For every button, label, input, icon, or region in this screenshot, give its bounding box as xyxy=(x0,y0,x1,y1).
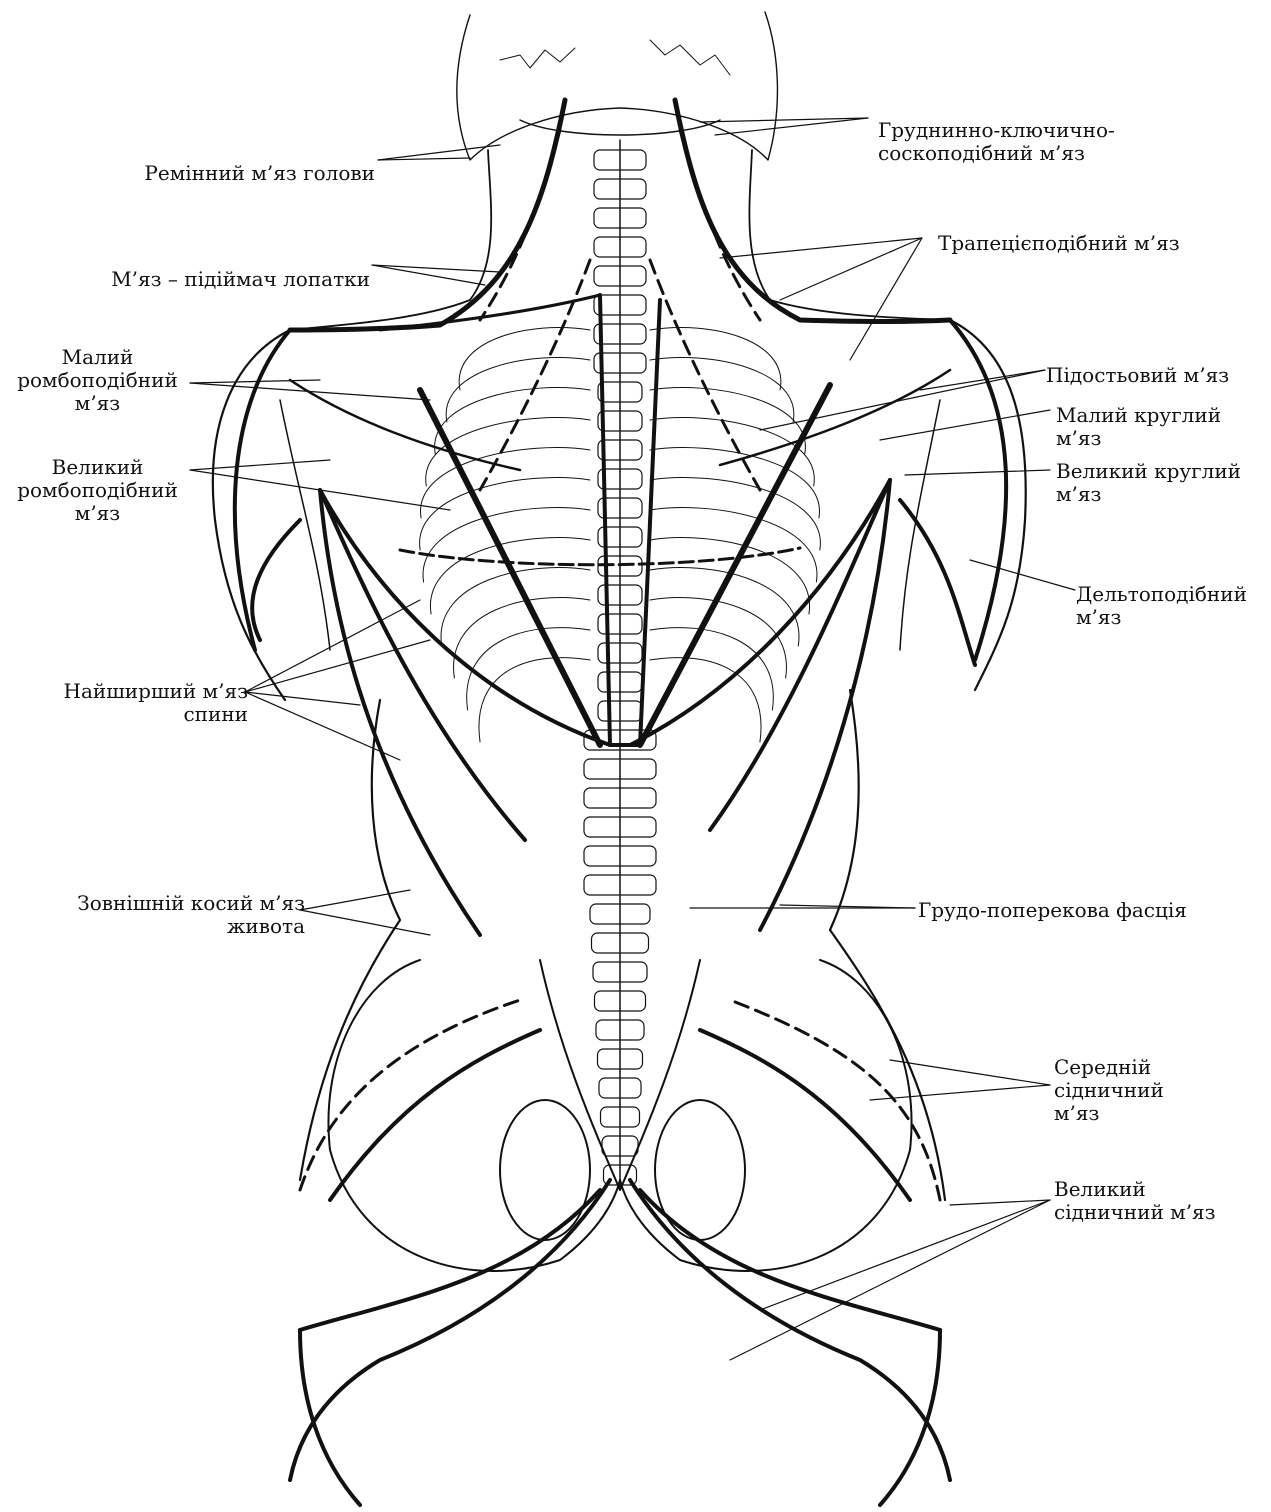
label-oblique-line2: живота xyxy=(0,915,305,938)
label-oblique-line1: Зовнішній косий м’яз xyxy=(0,892,305,915)
label-external-oblique: Зовнішній косий м’яз живота xyxy=(0,892,305,938)
label-levator-scapulae: М’яз – підіймач лопатки xyxy=(40,268,370,291)
label-rhomboid-minor: Малий ромбоподібний м’яз xyxy=(0,346,195,415)
label-sternocleido-line1: Груднинно-ключично- xyxy=(878,119,1115,142)
rib xyxy=(420,478,590,550)
rib xyxy=(446,358,590,422)
label-thoracolumbar-fascia: Грудо-поперекова фасція xyxy=(918,899,1187,922)
rib xyxy=(650,478,820,550)
label-splenius: Ремінний м’яз голови xyxy=(100,162,375,185)
rib xyxy=(650,358,794,422)
scapula-lines xyxy=(280,370,950,650)
label-teres-minor-line1: Малий круглий xyxy=(1056,404,1221,427)
label-deltoid-line1: Дельтоподібний xyxy=(1076,583,1247,606)
label-rhomboid-major-line2: ромбоподібний xyxy=(0,479,195,502)
label-rhomboid-minor-line2: ромбоподібний xyxy=(0,369,195,392)
label-teres-major-line1: Великий круглий xyxy=(1056,460,1241,483)
label-teres-minor: Малий круглий м’яз xyxy=(1056,404,1221,450)
label-sternocleidomastoid: Груднинно-ключично- соскоподібний м’яз xyxy=(878,119,1115,165)
label-gluteus-maximus: Великий сідничний м’яз xyxy=(1054,1178,1216,1224)
label-gluteus-medius-line2: сідничний xyxy=(1054,1079,1164,1102)
label-rhomboid-major-line3: м’яз xyxy=(0,502,195,525)
label-infraspinatus: Підостьовий м’яз xyxy=(1046,364,1229,387)
rib xyxy=(423,508,590,582)
label-infraspinatus-text: Підостьовий м’яз xyxy=(1046,364,1229,387)
label-teres-major-line2: м’яз xyxy=(1056,483,1241,506)
skull-outline xyxy=(457,12,778,160)
label-latissimus-line1: Найширший м’яз xyxy=(0,680,248,703)
label-sternocleido-line2: соскоподібний м’яз xyxy=(878,142,1115,165)
rib xyxy=(459,328,590,391)
label-latissimus: Найширший м’яз спини xyxy=(0,680,248,726)
label-splenius-text: Ремінний м’яз голови xyxy=(100,162,375,185)
rib xyxy=(650,328,781,391)
label-gluteus-medius: Середній сідничний м’яз xyxy=(1054,1056,1164,1125)
label-rhomboid-major: Великий ромбоподібний м’яз xyxy=(0,456,195,525)
rib xyxy=(467,628,590,710)
label-teres-major: Великий круглий м’яз xyxy=(1056,460,1241,506)
label-gluteus-medius-line3: м’яз xyxy=(1054,1102,1164,1125)
label-gluteus-maximus-line2: сідничний м’яз xyxy=(1054,1201,1216,1224)
label-rhomboid-minor-line1: Малий xyxy=(0,346,195,369)
label-latissimus-line2: спини xyxy=(0,703,248,726)
label-deltoid: Дельтоподібний м’яз xyxy=(1076,583,1247,629)
label-trapezius-text: Трапецієподібний м’яз xyxy=(938,232,1180,255)
label-teres-minor-line2: м’яз xyxy=(1056,427,1221,450)
label-levator-text: М’яз – підіймач лопатки xyxy=(40,268,370,291)
label-deltoid-line2: м’яз xyxy=(1076,606,1247,629)
label-rhomboid-major-line1: Великий xyxy=(0,456,195,479)
label-gluteus-medius-line1: Середній xyxy=(1054,1056,1164,1079)
leader-lines xyxy=(190,118,1075,1360)
label-thoracolumbar-text: Грудо-поперекова фасція xyxy=(918,899,1187,922)
label-gluteus-maximus-line1: Великий xyxy=(1054,1178,1216,1201)
label-rhomboid-minor-line3: м’яз xyxy=(0,392,195,415)
label-trapezius: Трапецієподібний м’яз xyxy=(938,232,1180,255)
rib xyxy=(650,628,773,710)
